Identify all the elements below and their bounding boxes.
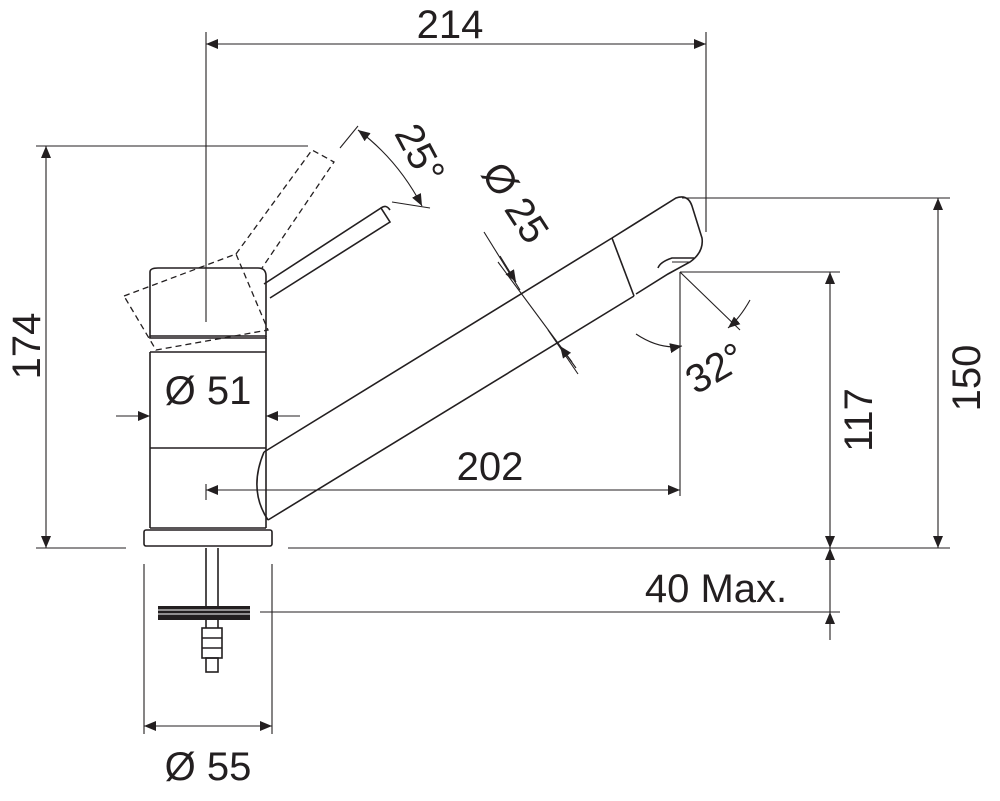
- base-diameter-label: Ø 55: [165, 745, 252, 789]
- mounting-rod: [158, 548, 250, 673]
- spray-angle-label: 32°: [678, 335, 752, 403]
- outlet-height-label: 150: [945, 345, 989, 412]
- spout-height-label: 117: [837, 388, 881, 452]
- spout: [256, 196, 704, 521]
- faucet-body: [143, 267, 273, 547]
- spout-diameter-label: Ø 25: [473, 155, 557, 252]
- body-diameter-label: Ø 51: [165, 369, 252, 413]
- overall-width-label: 214: [417, 3, 484, 47]
- spout-reach-label: 202: [457, 445, 524, 489]
- lever-handle-rotated: [123, 149, 335, 351]
- lever-handle: [263, 205, 392, 299]
- lever-angle-label: 25°: [386, 117, 453, 191]
- dimension-lines: [41, 39, 943, 731]
- deck-thickness-label: 40 Max.: [645, 567, 787, 611]
- extension-lines: [36, 32, 950, 734]
- overall-height-label: 174: [5, 313, 49, 380]
